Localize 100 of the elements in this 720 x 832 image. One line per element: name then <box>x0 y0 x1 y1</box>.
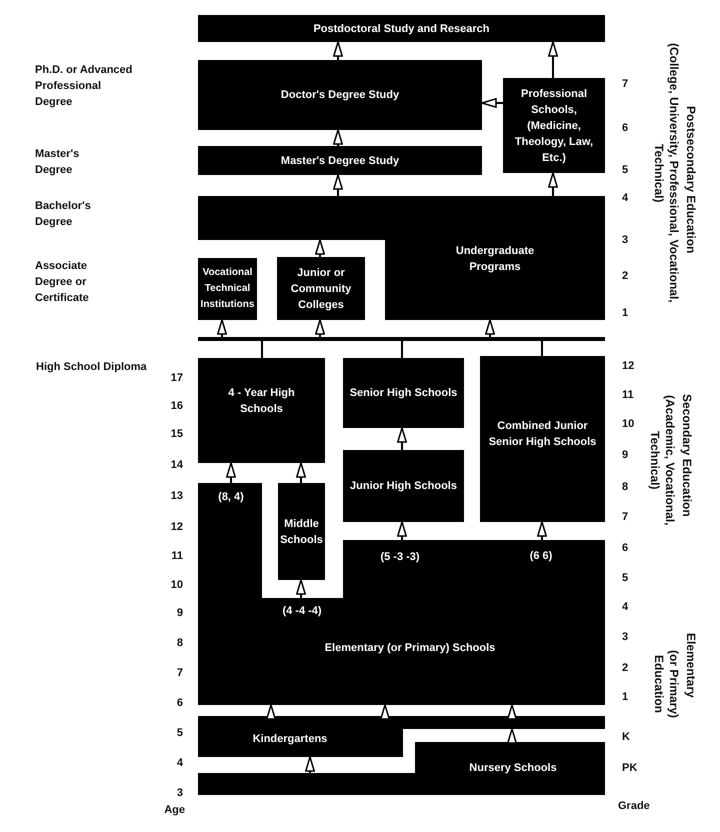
connector-line <box>261 341 263 358</box>
arrow <box>226 462 236 483</box>
stage-label: Vocational Technical Institutions <box>200 266 256 312</box>
grade-label: 5 <box>622 571 628 586</box>
grade-label: 2 <box>622 661 628 676</box>
arrow <box>507 704 517 720</box>
stage-label: Senior High Schools <box>350 386 458 401</box>
arrow <box>296 579 306 598</box>
arrow <box>397 521 407 540</box>
grade-label: 1 <box>622 690 628 705</box>
age-label: Age <box>164 803 185 818</box>
age-label: 15 <box>170 427 183 442</box>
school-stage-block <box>343 358 464 428</box>
grade-label: 7 <box>622 77 628 92</box>
grade-label: PK <box>622 761 638 776</box>
arrow <box>485 319 495 337</box>
age-label: 8 <box>176 636 183 651</box>
stage-label: Professional Schools, (Medicine, Theology, Law, Etc.) <box>514 86 594 166</box>
school-stage-block <box>198 146 482 175</box>
grade-label: 11 <box>622 388 634 403</box>
grade-label: 5 <box>622 163 628 178</box>
grade-label: 1 <box>622 306 628 321</box>
school-stage-block <box>277 257 365 320</box>
grade-label: 9 <box>622 448 628 463</box>
stage-label: 4 - Year High Schools <box>227 386 296 416</box>
credential-label: Bachelor's Degree <box>35 199 92 230</box>
school-stage-block <box>198 60 482 130</box>
grade-label: 2 <box>622 269 628 284</box>
arrow <box>296 462 306 483</box>
grade-label: 3 <box>622 630 628 645</box>
level-heading: Secondary Education <box>679 392 694 518</box>
age-label: 11 <box>171 549 183 564</box>
age-label: 5 <box>176 726 183 741</box>
structure-label: (8, 4) <box>218 490 244 505</box>
arrow <box>315 239 325 257</box>
grade-label: 4 <box>622 600 628 615</box>
school-stage-block <box>198 196 605 320</box>
stage-label: Postdoctoral Study and Research <box>313 22 490 36</box>
grade-label: 12 <box>622 359 634 374</box>
school-stage-block <box>480 356 605 522</box>
stage-label: Undergraduate Programs <box>454 244 536 275</box>
stage-label: Elementary (or Primary) Schools <box>324 641 496 656</box>
age-label: 16 <box>170 399 183 414</box>
stage-label: Middle Schools <box>279 516 324 548</box>
school-stage-block <box>198 15 605 42</box>
divider-bar <box>198 337 605 341</box>
stage-label: Kindergartens <box>252 732 328 747</box>
level-heading: Elementary <box>683 632 698 700</box>
arrow <box>481 98 503 108</box>
stage-label: Junior High Schools <box>350 479 457 494</box>
age-label: 7 <box>176 666 183 681</box>
credential-label: High School Diploma <box>36 360 148 375</box>
credential-label: Ph.D. or Advanced Professional Degree <box>35 63 134 110</box>
age-label: 17 <box>170 371 183 386</box>
arrow <box>333 41 343 60</box>
arrow <box>333 129 343 146</box>
grade-label: K <box>622 730 630 745</box>
arrow <box>333 174 343 196</box>
level-heading: (Academic, Vocational, Technical) <box>647 394 677 528</box>
structure-label: (6 6) <box>530 549 552 564</box>
age-label: 10 <box>170 578 183 593</box>
level-heading: (or Primary) Education <box>651 649 681 721</box>
level-heading: (College, University, Professional, Vocational, Technical) <box>651 42 681 304</box>
age-label: 14 <box>170 458 183 473</box>
arrow <box>397 427 407 450</box>
arrow <box>315 319 325 337</box>
grade-label: Grade <box>618 799 650 814</box>
arrow <box>217 319 227 337</box>
grade-label: 8 <box>622 480 628 495</box>
arrow <box>507 728 517 744</box>
arrow <box>548 172 558 196</box>
grade-label: 6 <box>622 121 628 136</box>
connector-line <box>541 341 543 356</box>
grade-label: 3 <box>622 233 628 248</box>
school-stage-block <box>198 258 257 320</box>
age-label: 13 <box>170 489 183 504</box>
stage-label: Junior or Community Colleges <box>290 266 352 312</box>
arrow <box>537 521 547 540</box>
arrow <box>548 41 558 78</box>
grade-label: 6 <box>622 541 628 556</box>
grade-label: 4 <box>622 191 628 206</box>
arrow <box>266 704 276 720</box>
level-heading: Postsecondary Education <box>683 105 698 256</box>
age-label: 4 <box>176 756 183 771</box>
structure-label: (4 -4 -4) <box>282 604 322 619</box>
age-label: 6 <box>176 696 183 711</box>
stage-label: Doctor's Degree Study <box>280 88 400 103</box>
structure-label: (5 -3 -3) <box>380 550 420 565</box>
school-stage-block <box>503 78 605 173</box>
school-stage-block <box>343 450 464 522</box>
arrow <box>380 704 390 720</box>
school-stage-block <box>278 483 325 580</box>
credential-label: Master's Degree <box>35 147 80 178</box>
connector-line <box>401 341 403 358</box>
age-label: 12 <box>170 520 183 535</box>
grade-label: 10 <box>622 417 634 432</box>
school-stage-block <box>198 483 605 705</box>
arrow <box>305 756 315 773</box>
age-label: 3 <box>176 786 183 801</box>
school-stage-block <box>198 716 605 757</box>
